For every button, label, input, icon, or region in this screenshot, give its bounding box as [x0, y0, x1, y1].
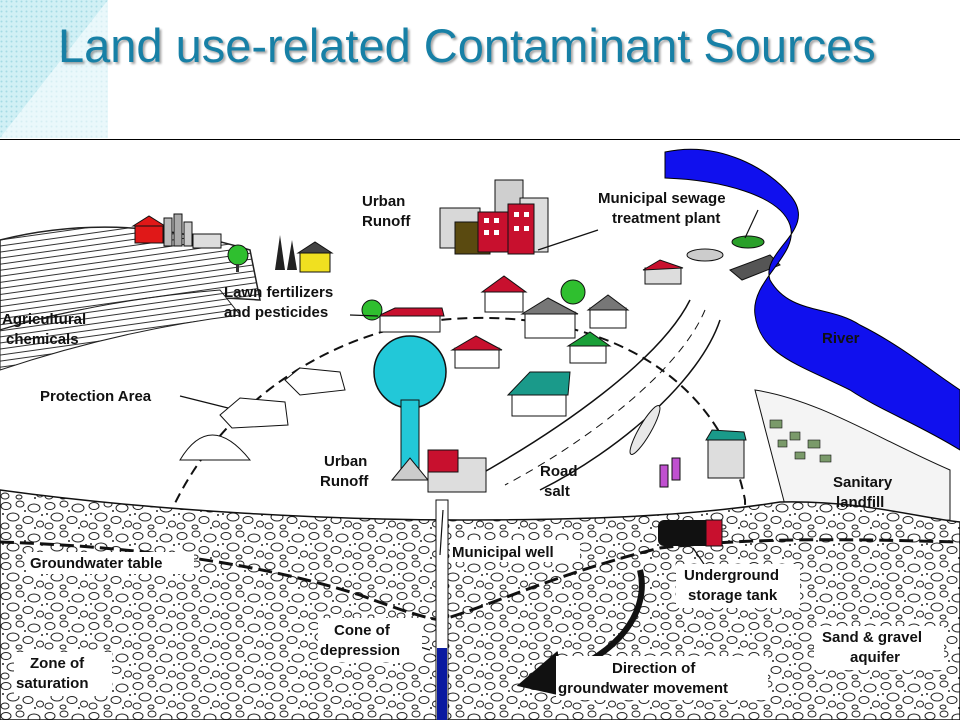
label-line: groundwater movement: [558, 680, 728, 697]
water-tower-icon: [373, 335, 447, 481]
label-line: Urban: [324, 453, 367, 470]
protection-area-boundary: [147, 316, 749, 701]
greenhouse-icon: [179, 367, 346, 461]
storage-tank-icon: [658, 519, 723, 547]
farmhouse-icon: [227, 235, 334, 273]
title-divider: [0, 139, 960, 140]
label-line: Zone of: [30, 655, 85, 672]
label-line: Municipal sewage: [598, 190, 726, 207]
aquifer-ground: [0, 489, 960, 720]
label-line: Underground: [684, 567, 779, 584]
label-line: landfill: [836, 494, 884, 511]
slide-title: Land use-related Contaminant Sources: [58, 19, 876, 72]
label-line: Sanitary: [833, 474, 893, 491]
label-line: depression: [320, 642, 400, 659]
houses-icon: [361, 275, 630, 417]
label-urban-runoff-mid: Urban Runoff: [320, 453, 369, 490]
groundwater-table-line: [0, 538, 960, 622]
label-agricultural: Agricultural chemicals: [2, 311, 86, 348]
urban-building-icon: [427, 449, 487, 493]
label-aquifer: Sand & gravel aquifer: [822, 629, 922, 666]
label-road-salt: Road salt: [540, 463, 578, 500]
label-line: Lawn fertilizers: [224, 284, 333, 301]
label-line: chemicals: [6, 331, 79, 348]
label-line: Runoff: [320, 473, 369, 490]
label-line: storage tank: [688, 587, 778, 604]
label-protection-area: Protection Area: [40, 388, 152, 405]
label-line: treatment plant: [612, 210, 720, 227]
landfill-icon: [754, 389, 951, 522]
label-landfill: Sanitary landfill: [833, 474, 893, 511]
label-line: Road: [540, 463, 578, 480]
label-line: Agricultural: [2, 311, 86, 328]
contaminant-sources-diagram: Urban Runoff Municipal sewage treatment …: [0, 148, 960, 720]
label-line: and pesticides: [224, 304, 328, 321]
agricultural-field: [0, 226, 261, 371]
label-line: Direction of: [612, 660, 696, 677]
label-line: saturation: [16, 675, 89, 692]
label-storage-tank: Underground storage tank: [684, 567, 779, 604]
label-saturation: Zone of saturation: [16, 655, 89, 692]
municipal-well-icon: [435, 499, 449, 720]
farm-barn-icon: [131, 213, 222, 249]
gas-station-icon: [659, 429, 747, 488]
label-river: River: [822, 330, 860, 347]
label-direction: Direction of groundwater movement: [558, 660, 728, 697]
label-line: aquifer: [850, 649, 900, 666]
label-line: Sand & gravel: [822, 629, 922, 646]
label-line: salt: [544, 483, 570, 500]
label-line: Urban: [362, 193, 405, 210]
label-groundwater-table: Groundwater table: [30, 555, 163, 572]
label-sewage-plant: Municipal sewage treatment plant: [598, 190, 726, 227]
corner-decoration: [0, 0, 108, 138]
label-municipal-well: Municipal well: [452, 544, 554, 561]
sewage-plant-icon: [642, 235, 781, 285]
label-urban-runoff-top: Urban Runoff: [362, 193, 411, 230]
urban-buildings-icon: [439, 179, 549, 255]
road: [469, 299, 721, 491]
label-cone: Cone of depression: [320, 622, 400, 659]
label-line: Cone of: [334, 622, 391, 639]
label-line: Runoff: [362, 213, 411, 230]
label-lawn: Lawn fertilizers and pesticides: [224, 284, 333, 321]
